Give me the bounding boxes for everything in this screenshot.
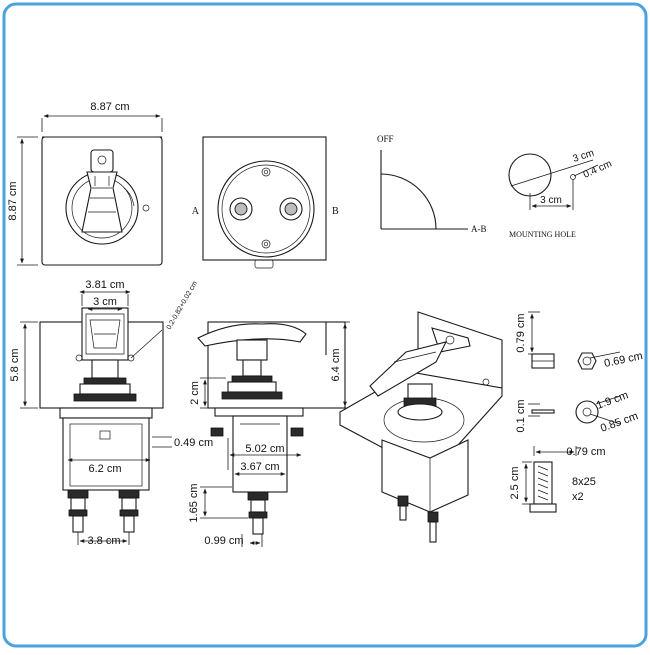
terminal-pitch-label: 3.8 cm: [87, 535, 120, 547]
mounting-outer-label: 3 cm: [572, 148, 596, 165]
inner-width-label: 3 cm: [93, 296, 117, 308]
mounting-hole-diagram: [508, 153, 599, 210]
state-off-label: OFF: [377, 134, 394, 144]
bottom-label: 0.99 cm: [204, 535, 243, 547]
front-view: [17, 114, 163, 266]
switch-state-diagram: [380, 150, 468, 230]
nut-height-label: 0.79 cm: [515, 313, 527, 352]
front-height-label: 8.87 cm: [7, 181, 19, 220]
terminal-height-label: 1.65 cm: [188, 483, 200, 522]
washer-thick-label: 0.1 cm: [515, 399, 527, 432]
bolt-head-label: 0.79 cm: [566, 446, 605, 458]
bolt-length-label: 2.5 cm: [509, 466, 521, 499]
terminal-b-label: B: [332, 206, 339, 217]
base-width-label: 6.2 cm: [88, 463, 121, 475]
state-ab-label: A-B: [471, 224, 487, 234]
lower-left-view: [20, 290, 172, 545]
tolerance-label: 0.2-0.82+0.02 cm: [166, 280, 199, 331]
lower-height-label: 5.8 cm: [9, 348, 21, 381]
bolt-spec-label: 8x25: [572, 476, 596, 488]
washer-outer-label: 1.9 cm: [595, 389, 630, 412]
bolt-qty-label: x2: [572, 491, 584, 503]
mid-width-label: 5.02 cm: [245, 443, 284, 455]
shaft-height-label: 2 cm: [189, 381, 201, 405]
mounting-caption: MOUNTING HOLE: [509, 230, 576, 239]
top-width-label: 3.81 cm: [85, 279, 124, 291]
front-width-label: 8.87 cm: [90, 101, 129, 113]
lower-middle-view: [197, 321, 350, 547]
total-height-label: 6.4 cm: [330, 348, 342, 381]
mounting-pitch-label: 3 cm: [540, 195, 562, 206]
washer-inner-label: 0.85 cm: [599, 410, 640, 435]
body-width-label: 3.67 cm: [240, 461, 279, 473]
parts-column: [522, 311, 621, 513]
isometric-view: [339, 311, 503, 543]
nut-dia-label: 0.69 cm: [603, 350, 644, 370]
offset-label: 0.49 cm: [174, 437, 213, 449]
terminal-a-label: A: [192, 206, 200, 217]
back-view: [202, 136, 327, 269]
